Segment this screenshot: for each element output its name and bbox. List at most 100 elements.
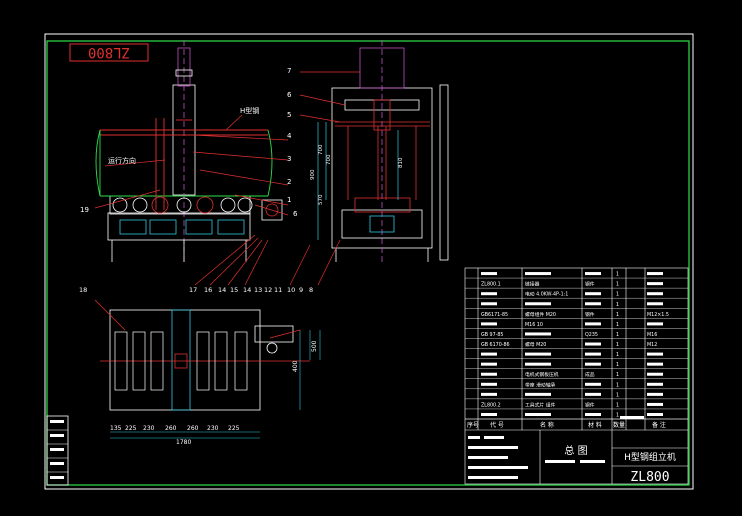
table-cell: GB 6170-86 [481, 342, 510, 348]
table-cell-fill [481, 392, 497, 396]
table-cell: 1 [616, 342, 619, 348]
title-block-headers: 序号 代 号 名 称 材 料 数量 备 注 [467, 421, 666, 429]
title-block [464, 267, 689, 485]
svg-text:6: 6 [287, 91, 292, 99]
table-cell-fill [481, 302, 497, 306]
svg-text:700: 700 [326, 154, 332, 165]
table-cell: 螺母 M20 [525, 341, 546, 348]
table-cell-fill [647, 322, 663, 326]
table-cell: 螺母组件 M20 [525, 311, 556, 318]
table-cell-fill [647, 362, 663, 366]
table-cell-fill [481, 352, 497, 356]
svg-text:7: 7 [287, 67, 291, 75]
svg-text:13: 13 [254, 286, 262, 294]
inner-border [46, 40, 690, 486]
table-cell: 1 [616, 292, 619, 298]
table-cell: 1 [616, 282, 619, 288]
svg-text:1: 1 [287, 196, 291, 204]
table-cell: 钢件 [585, 281, 595, 288]
leader-lines-front [94, 114, 289, 216]
stamp-text: ZL800 [88, 44, 130, 60]
title-block-lower [468, 416, 644, 479]
table-cell: 电机式钢板压机 [525, 371, 559, 378]
svg-text:700: 700 [318, 144, 324, 155]
table-cell-fill [525, 352, 551, 356]
table-cell-fill [585, 382, 601, 386]
table-cell: GB 97-85 [481, 332, 503, 338]
table-cell-fill [647, 413, 663, 416]
svg-text:570: 570 [318, 194, 324, 205]
leader-lines-bottom [194, 234, 341, 286]
svg-text:3: 3 [287, 155, 291, 163]
table-cell: 钢件 [585, 401, 595, 408]
drawing-name: 总 图 [564, 444, 587, 457]
table-cell-fill [481, 322, 497, 326]
plan-dim-lines [110, 330, 321, 439]
svg-text:14: 14 [218, 286, 226, 294]
svg-text:900: 900 [310, 169, 316, 180]
table-cell: 工具式片 组件 [525, 401, 556, 408]
table-cell-fill [481, 413, 497, 416]
svg-text:500: 500 [311, 340, 318, 352]
plan-view [109, 309, 294, 411]
svg-text:810: 810 [398, 157, 404, 168]
table-cell-fill [585, 302, 601, 306]
svg-text:19: 19 [80, 206, 89, 214]
table-cell: M12×1.5 [647, 312, 669, 318]
table-cell: Q235 [585, 332, 598, 338]
table-cell: 成品 [585, 371, 595, 378]
table-cell: 带座 滑动轴承 [525, 381, 556, 388]
svg-text:数量: 数量 [613, 421, 625, 429]
table-cell-fill [585, 413, 601, 416]
table-cell: 1 [616, 362, 619, 368]
svg-text:260: 260 [187, 425, 199, 432]
table-cell-fill [647, 402, 663, 406]
svg-text:225: 225 [125, 425, 137, 432]
table-cell: 1 [616, 392, 619, 398]
plan-roller-bodies [114, 331, 248, 391]
table-cell-fill [647, 392, 663, 396]
table-cell-fill [585, 362, 601, 366]
table-cell-fill [525, 302, 551, 306]
table-cell-fill [481, 382, 497, 386]
svg-text:4: 4 [287, 132, 292, 140]
bottom-callouts: 17 16 14 15 14 13 12 11 10 9 8 18 [79, 286, 313, 294]
plan-dim-labels: 135 225 230 260 260 230 225 1780 400 500 [110, 340, 318, 446]
table-cell: ZL800.2 [481, 402, 501, 408]
table-cell: 电动 4.0KW-4P-1:1 [525, 291, 568, 298]
svg-text:400: 400 [292, 360, 299, 372]
table-cell-fill [481, 292, 497, 296]
svg-text:230: 230 [207, 425, 219, 432]
table-cell: ZL800.1 [481, 282, 501, 288]
svg-text:11: 11 [274, 286, 282, 294]
table-cell-fill [585, 322, 601, 326]
plan-rollers [94, 299, 310, 362]
table-cell-fill [585, 272, 601, 276]
svg-text:1780: 1780 [176, 439, 191, 446]
svg-text:运行方向: 运行方向 [108, 156, 136, 165]
svg-text:18: 18 [79, 286, 87, 294]
svg-text:备 注: 备 注 [652, 421, 666, 429]
table-cell-fill [525, 362, 551, 366]
table-cell-fill [647, 352, 663, 356]
table-cell: 1 [616, 402, 619, 408]
side-red-parts [299, 71, 430, 200]
table-cell: M16 [647, 332, 657, 338]
table-cell-fill [525, 392, 551, 396]
svg-text:序号: 序号 [467, 421, 479, 429]
svg-text:9: 9 [299, 286, 303, 294]
table-cell-fill [585, 392, 601, 396]
table-cell: 1 [616, 382, 619, 388]
svg-text:H型钢: H型钢 [240, 106, 259, 115]
side-dims [317, 122, 399, 240]
table-cell: 1 [616, 413, 619, 419]
table-cell: 1 [616, 312, 619, 318]
table-cell-fill [585, 352, 601, 356]
table-cell-fill [525, 272, 551, 276]
svg-text:5: 5 [287, 111, 291, 119]
svg-text:14: 14 [243, 286, 251, 294]
svg-text:材 料: 材 料 [588, 421, 602, 429]
margin-block [46, 415, 69, 486]
table-cell: M12 [647, 342, 657, 348]
